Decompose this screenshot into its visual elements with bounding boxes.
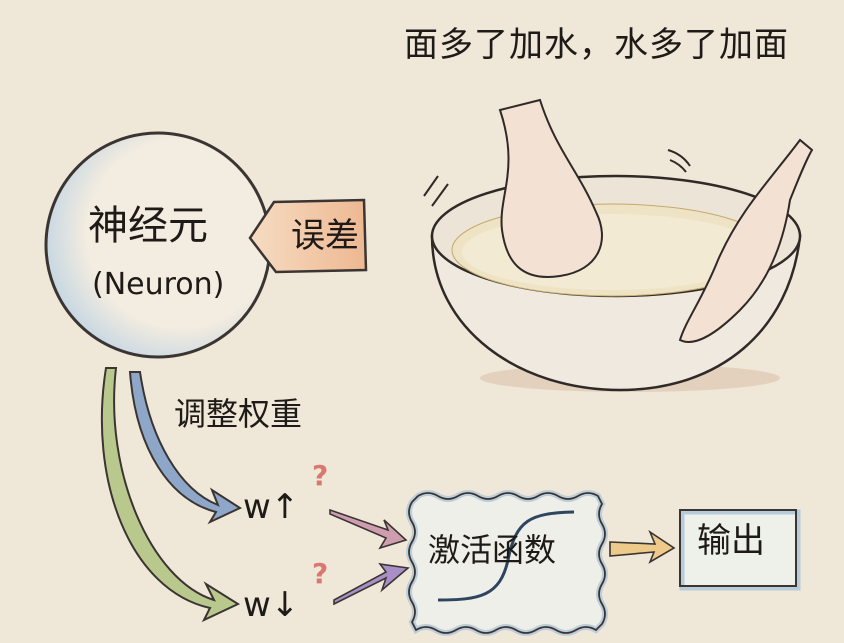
pink-arrow bbox=[329, 508, 408, 550]
neuron-english-label: (Neuron) bbox=[92, 267, 225, 302]
adjust-weights-label: 调整权重 bbox=[174, 395, 303, 433]
error-label: 误差 bbox=[291, 216, 359, 256]
caption-text: 面多了加水，水多了加面 bbox=[404, 25, 789, 65]
output-box bbox=[679, 509, 801, 591]
dough-bowl-illustration bbox=[423, 98, 814, 392]
weight-up-label: w↑ bbox=[243, 487, 300, 527]
output-label: 输出 bbox=[697, 521, 765, 561]
error-tag-shape bbox=[248, 198, 368, 274]
question-mark-icon: ? bbox=[312, 557, 329, 590]
weight-down-label: w↓ bbox=[243, 585, 300, 625]
neuron-label: 神经元 bbox=[88, 203, 208, 249]
sigmoid-curve bbox=[437, 510, 575, 602]
blue-curved-arrow bbox=[128, 371, 243, 525]
activation-box bbox=[406, 490, 608, 636]
yellow-arrow bbox=[609, 529, 676, 564]
activation-function-label: 激活函数 bbox=[428, 531, 557, 569]
purple-arrow bbox=[333, 562, 410, 606]
question-mark-icon: ? bbox=[312, 459, 329, 492]
green-curved-arrow bbox=[100, 367, 241, 623]
